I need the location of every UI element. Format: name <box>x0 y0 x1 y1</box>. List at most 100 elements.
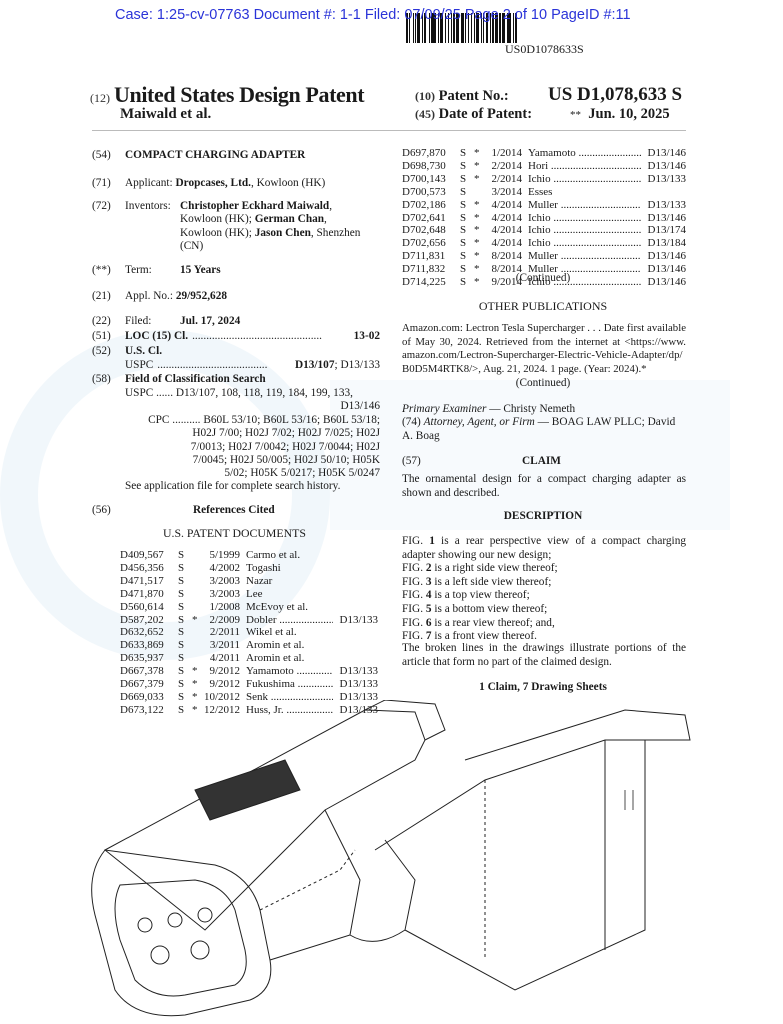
ref-cited-by-examiner: * <box>474 250 480 263</box>
ref-name: Aromin et al. <box>246 652 305 665</box>
examiner-label: Primary Examiner <box>402 403 487 415</box>
description-line: FIG. 1 is a rear perspective view of a c… <box>402 535 686 562</box>
ref-kind: S <box>460 185 467 198</box>
ref-name: Muller ................................ <box>528 198 641 211</box>
barcode <box>406 13 686 43</box>
other-publications-heading: OTHER PUBLICATIONS <box>478 299 608 313</box>
applicant-label: Applicant: <box>125 177 173 189</box>
fig-prefix: FIG. <box>402 575 426 588</box>
examiner: Primary Examiner — Christy Nemeth <box>402 403 686 417</box>
ref-class: D13/133 <box>339 613 379 626</box>
ref-date: 4/2014 <box>491 224 522 237</box>
ref-number: D673,122 <box>120 703 164 716</box>
field-of-search-label: Field of Classification Search <box>125 373 266 385</box>
loc-value: 13-02 <box>353 330 380 342</box>
attorney: (74) Attorney, Agent, or Firm — BOAG LAW… <box>402 416 686 443</box>
ref-name: Ichio ..................................… <box>528 224 641 237</box>
ref-date: 4/2014 <box>491 198 522 211</box>
ref-class <box>333 639 378 652</box>
ref-number: D669,033 <box>120 690 164 703</box>
fig-number: 1 <box>429 535 435 547</box>
fig-description: is a right side view thereof; <box>431 562 558 575</box>
code-71: (71) <box>92 177 111 189</box>
code-10: (10) <box>415 89 435 103</box>
ref-name: Carmo et al. <box>246 549 301 561</box>
ref-cited-by-examiner <box>192 639 204 652</box>
barcode-bar <box>412 13 414 43</box>
ref-date: 10/2012 <box>204 690 241 703</box>
ref-kind: S <box>178 626 185 639</box>
ref-class <box>333 601 378 614</box>
barcode-bar <box>485 13 488 43</box>
document-title: (12)United States Design Patent <box>90 82 365 108</box>
ref-cited-by-examiner: * <box>474 172 480 185</box>
applicant-location: , Kowloon (HK) <box>250 177 326 189</box>
barcode-bar <box>438 13 440 43</box>
ref-cited-by-examiner: * <box>192 690 198 703</box>
ref-cited-by-examiner: * <box>474 237 480 250</box>
ref-name: Yamamoto ........................... <box>246 665 333 678</box>
ref-cited-by-examiner: * <box>192 703 198 716</box>
ref-cited-by-examiner <box>192 588 204 601</box>
appl-no-label: Appl. No.: <box>125 290 174 302</box>
ref-cited-by-examiner: * <box>474 276 480 289</box>
description-heading: DESCRIPTION <box>503 510 583 522</box>
search-uspc: USPC ...... D13/107, 108, 118, 119, 184,… <box>125 387 353 399</box>
ref-kind: S <box>460 159 467 172</box>
ref-date: 9/2014 <box>491 276 522 289</box>
fig-number: 6 <box>425 616 432 629</box>
barcode-bar <box>474 13 476 43</box>
fig-prefix: FIG. <box>402 562 426 575</box>
adapter-plug-end <box>91 849 272 1017</box>
barcode-bar <box>430 13 433 43</box>
ref-number: D698,730 <box>402 159 446 172</box>
case-header: Case: 1:25-cv-07763 Document #: 1-1 File… <box>115 7 631 23</box>
barcode-bar <box>506 13 508 43</box>
ref-name: Fukushima ........................... <box>246 678 333 691</box>
date-mark: ** <box>570 109 581 121</box>
description-line: FIG. 5 is a bottom view thereof; <box>402 603 686 617</box>
fig-number: 2 <box>425 562 432 575</box>
applicant-name: Dropcases, Ltd. <box>175 177 251 189</box>
ref-date: 1/2008 <box>209 600 240 613</box>
ref-number: D471,517 <box>120 574 164 587</box>
ref-name: Ichio ..................................… <box>528 172 641 185</box>
examiner-name: — Christy Nemeth <box>486 403 576 415</box>
ref-cited-by-examiner: * <box>474 263 480 276</box>
fig-prefix: FIG. <box>402 535 430 547</box>
barcode-bar <box>515 13 518 43</box>
barcode-bar <box>423 13 426 43</box>
ref-name: Hori ...................................… <box>528 159 641 172</box>
ref-class: D13/133 <box>647 172 687 185</box>
ref-date: 2/2014 <box>491 172 522 185</box>
inventor-2-location: Kowloon (HK); <box>180 226 252 239</box>
barcode-bar <box>406 13 408 43</box>
code-21: (21) <box>92 290 111 302</box>
barcode-bar <box>417 13 421 43</box>
inventor-3: Jason Chen <box>254 226 311 239</box>
uspc-main: D13/107 <box>294 359 335 371</box>
ref-class: D13/133 <box>339 678 379 691</box>
fig-number: 5 <box>425 602 432 615</box>
ref-name: Nazar <box>246 574 273 587</box>
ref-number: D409,567 <box>120 549 164 561</box>
cpc-line: H02J 7/00; H02J 7/02; H02J 7/025; H02J <box>192 427 380 440</box>
ref-number: D632,652 <box>120 626 164 639</box>
ref-number: D587,202 <box>120 613 164 626</box>
search-uspc-2: D13/146 <box>340 400 380 412</box>
ref-date: 4/2002 <box>209 561 240 574</box>
ref-cited-by-examiner <box>192 652 204 665</box>
fig-prefix: FIG. <box>402 616 426 629</box>
watermark-block <box>330 380 730 530</box>
ref-name: Yamamoto ........................... <box>528 147 641 159</box>
code-57: (57) <box>402 455 421 467</box>
cpc-classes: CPC .......... B60L 53/10; B60L 53/16; B… <box>125 414 380 480</box>
